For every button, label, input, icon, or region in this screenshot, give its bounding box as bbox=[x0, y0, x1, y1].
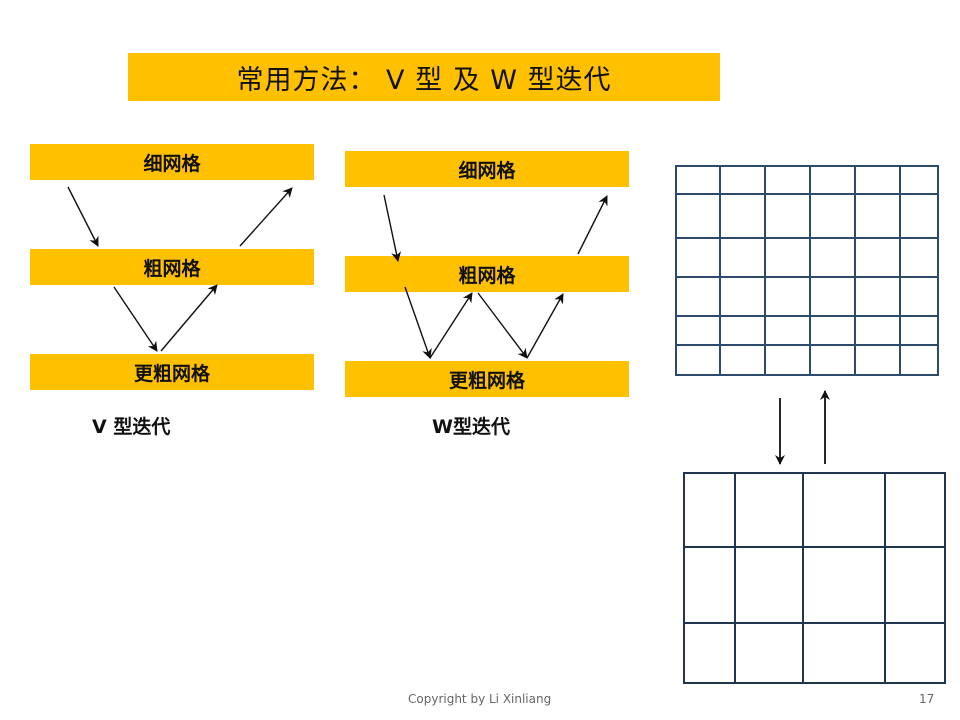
v-cycle-arrows bbox=[67, 186, 293, 352]
fine-grid bbox=[675, 165, 939, 376]
w-coarser-grid-bar: 更粗网格 bbox=[345, 361, 629, 397]
v-arrow-coarse-to-fine bbox=[239, 187, 293, 247]
v-fine-grid-bar: 细网格 bbox=[30, 144, 314, 180]
v-arrow-fine-to-coarse bbox=[67, 186, 99, 247]
slide-title: 常用方法： V 型 及 W 型迭代 bbox=[128, 53, 720, 101]
v-arrow-coarse-to-coarser bbox=[113, 286, 158, 352]
transfer-arrows bbox=[775, 390, 830, 465]
v-coarse-grid-bar: 粗网格 bbox=[30, 249, 314, 285]
w-fine-grid-bar: 细网格 bbox=[345, 151, 629, 187]
coarse-grid bbox=[683, 472, 946, 684]
w-arrow-coarser-to-coarse-2 bbox=[526, 293, 564, 359]
w-cycle-caption: W型迭代 bbox=[432, 416, 510, 438]
w-arrow-fine-to-coarse bbox=[383, 194, 402, 262]
page-number: 17 bbox=[919, 692, 935, 706]
v-arrow-coarser-to-coarse bbox=[160, 284, 218, 352]
w-coarse-grid-bar: 粗网格 bbox=[345, 256, 629, 292]
copyright-footer: Copyright by Li Xinliang bbox=[408, 692, 552, 706]
w-arrow-coarse-to-coarser-2 bbox=[477, 292, 528, 359]
w-arrow-coarser-to-coarse-1 bbox=[429, 292, 473, 359]
v-coarser-grid-bar: 更粗网格 bbox=[30, 354, 314, 390]
w-cycle-arrows bbox=[383, 194, 608, 359]
w-arrow-coarse-to-coarser-1 bbox=[404, 286, 432, 359]
v-cycle-caption: V 型迭代 bbox=[92, 416, 171, 438]
w-arrow-coarse-to-fine bbox=[577, 195, 608, 255]
